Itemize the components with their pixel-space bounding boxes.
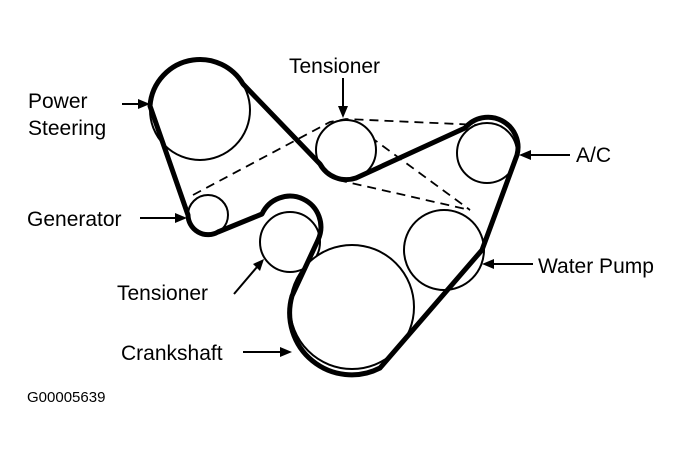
- alternate-belt-route: [192, 118, 481, 211]
- label-tensioner-lower: Tensioner: [117, 282, 208, 305]
- label-ac: A/C: [576, 144, 611, 167]
- label-generator: Generator: [27, 208, 122, 231]
- generator-leader: [140, 213, 187, 223]
- ac-leader: [519, 150, 570, 160]
- power-steering-leader: [122, 99, 150, 109]
- water-pump-leader: [482, 259, 533, 269]
- water-pump-pulley: [403, 209, 485, 291]
- label-power-steering-line2: Steering: [28, 117, 106, 140]
- tensioner-lower-pulley: [259, 211, 321, 273]
- tensioner-top-leader: [338, 78, 348, 118]
- label-tensioner-top: Tensioner: [289, 55, 380, 78]
- serpentine-belt: [147, 57, 521, 378]
- label-water-pump: Water Pump: [538, 255, 654, 278]
- figure-code: G00005639: [27, 389, 105, 406]
- label-crankshaft: Crankshaft: [121, 342, 223, 365]
- tensioner-lower-leader: [233, 259, 264, 295]
- crankshaft-leader: [243, 347, 292, 357]
- label-power-steering-line1: Power: [28, 90, 88, 113]
